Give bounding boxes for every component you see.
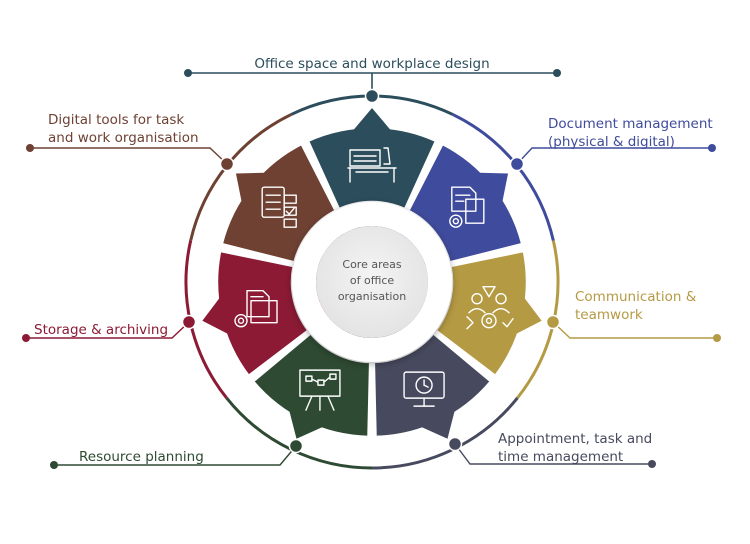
ring-dot-office-space	[364, 88, 380, 104]
leader-end-dot-communication	[713, 334, 721, 342]
leader-end-dot-storage	[22, 334, 30, 342]
ring-dot-digital-tools	[219, 156, 235, 172]
label-digital-tools-line-1: Digital tools for task	[48, 112, 184, 128]
folder-gear-icon	[234, 290, 278, 328]
label-communication-line-1: Communication &	[575, 289, 697, 305]
center-line-3: organisation	[338, 290, 406, 303]
center-line-1: Core areas	[342, 258, 401, 271]
monitor-clock-icon	[403, 371, 445, 407]
label-digital-tools-line-2: and work organisation	[48, 130, 199, 146]
label-resource-planning-line-1: Resource planning	[79, 449, 204, 465]
team-gear-icon	[466, 286, 514, 330]
center-inner-disc	[316, 226, 428, 338]
leader-end-dot-digital-tools	[26, 144, 34, 152]
label-layer: Office space and workplace designDocumen…	[34, 56, 713, 465]
ring-dot-storage	[181, 314, 197, 330]
leader-end-dot-right-office-space	[553, 69, 561, 77]
label-office-space-line-1: Office space and workplace design	[254, 56, 489, 72]
leader-end-dot-resource-planning	[50, 461, 58, 469]
leader-appointment	[454, 443, 652, 465]
label-document-management-line-2: (physical & digital)	[548, 134, 675, 150]
center-line-2: of office	[350, 274, 395, 287]
label-leaders	[22, 69, 721, 469]
ring-dot-communication	[545, 314, 561, 330]
leader-end-dot-appointment	[648, 460, 656, 468]
ring-dot-resource-planning	[288, 438, 304, 454]
leader-end-dot-office-space	[184, 69, 192, 77]
label-appointment-line-2: time management	[498, 449, 623, 465]
ring-dot-appointment	[447, 436, 463, 452]
flipchart-icon	[299, 369, 341, 411]
icon-layer	[234, 147, 514, 411]
ring-dot-document-management	[509, 156, 525, 172]
leader-end-dot-document-management	[708, 144, 716, 152]
wedge-pointer-appointment	[421, 410, 455, 439]
wedge-pointer-digital-tools	[235, 172, 265, 202]
wedge-pointer-storage	[202, 297, 229, 334]
documents-gear-icon	[449, 186, 485, 228]
leader-communication	[552, 321, 717, 339]
label-storage-line-1: Storage & archiving	[34, 322, 168, 338]
label-document-management-line-1: Document management	[548, 116, 713, 132]
label-communication-line-2: teamwork	[575, 307, 643, 323]
leader-resource-planning	[54, 445, 297, 466]
wedge-pointer-document-management	[479, 172, 509, 202]
center-hub: Core areas of office organisation	[292, 202, 452, 362]
wedge-pointer-communication	[515, 297, 542, 334]
wedge-pointer-resource-planning	[289, 410, 323, 439]
checklist-icon	[261, 186, 297, 228]
wedge-pointer-office-space	[353, 108, 391, 131]
leader-storage	[26, 321, 190, 339]
desk-workstation-icon	[347, 147, 397, 183]
leader-document-management	[516, 147, 712, 165]
leader-digital-tools	[30, 147, 228, 165]
label-appointment-line-1: Appointment, task and	[498, 431, 652, 447]
